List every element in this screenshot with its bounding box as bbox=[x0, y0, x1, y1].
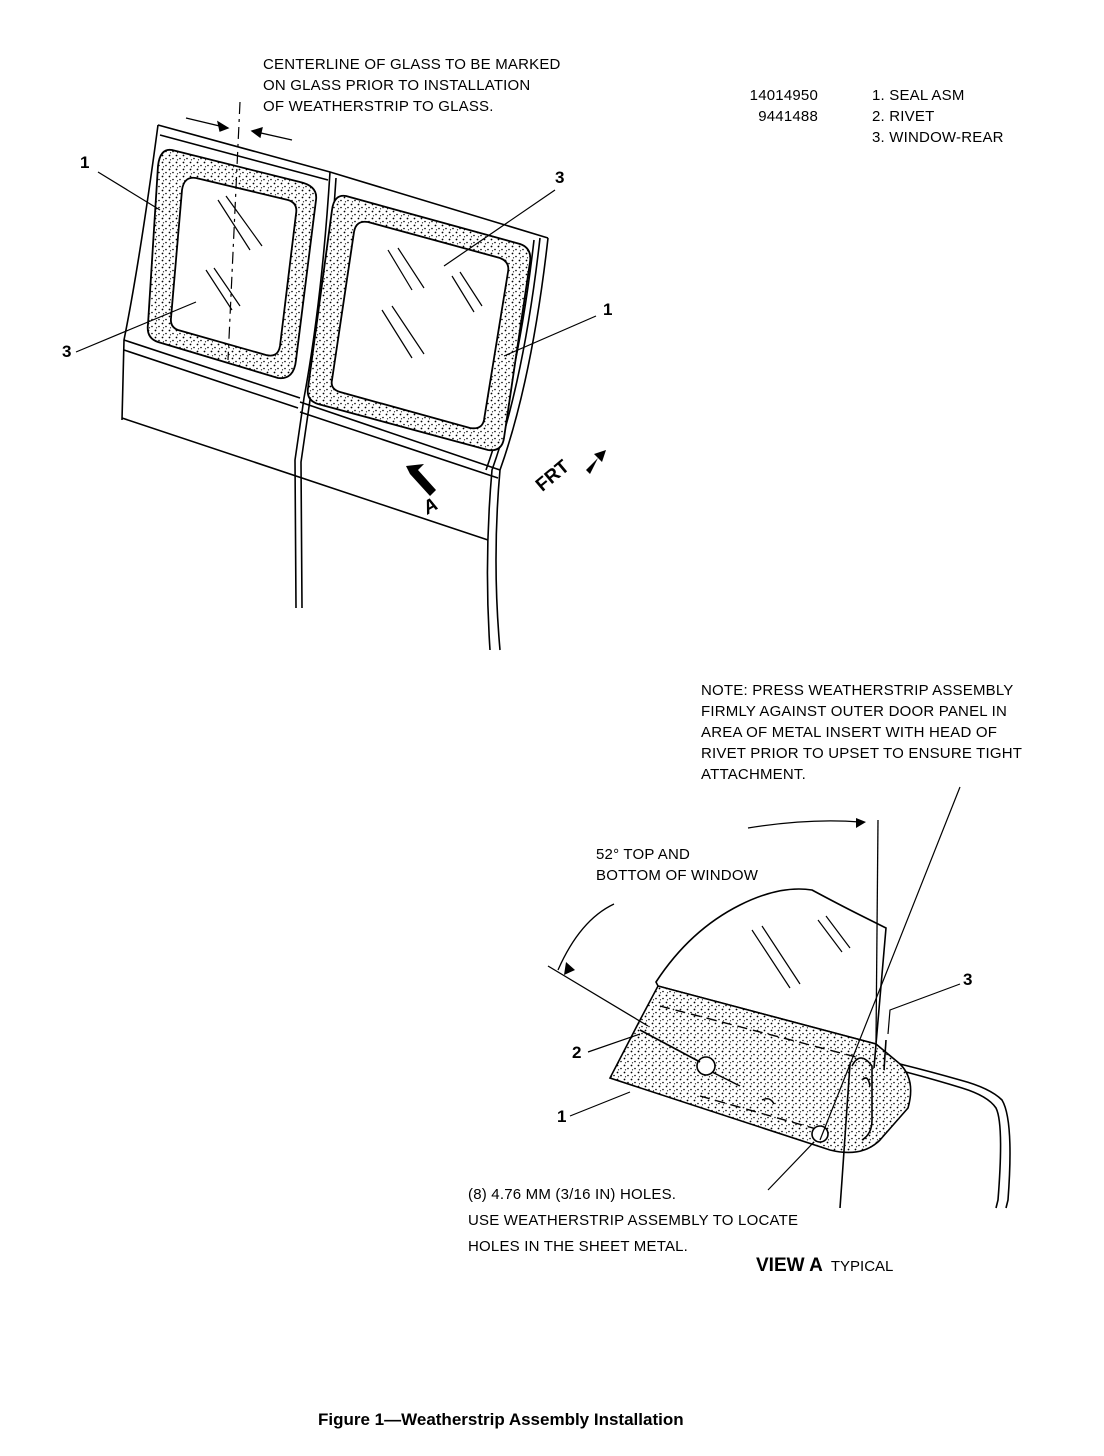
callout-view-rivet: 2 bbox=[572, 1043, 582, 1062]
legend-item-rivet: 2. RIVET bbox=[872, 108, 935, 125]
holes-note: (8) 4.76 MM (3/16 IN) HOLES. USE WEATHER… bbox=[468, 1182, 798, 1260]
right-window-seal bbox=[306, 194, 532, 452]
view-a-detail bbox=[547, 786, 1011, 1209]
press-note-line-4: RIVET PRIOR TO UPSET TO ENSURE TIGHT bbox=[701, 745, 1023, 762]
left-window-seal bbox=[146, 101, 318, 380]
legend-item-window: 3. WINDOW-REAR bbox=[872, 129, 1004, 146]
view-a-subtitle: TYPICAL bbox=[830, 1258, 894, 1275]
centerline-note-line-3: OF WEATHERSTRIP TO GLASS. bbox=[263, 98, 494, 115]
angle-note-line-1: 52° TOP AND bbox=[596, 846, 691, 863]
press-note-line-2: FIRMLY AGAINST OUTER DOOR PANEL IN bbox=[701, 703, 1008, 720]
press-note: NOTE: PRESS WEATHERSTRIP ASSEMBLY FIRMLY… bbox=[701, 680, 1022, 785]
centerline-note: CENTERLINE OF GLASS TO BE MARKED ON GLAS… bbox=[263, 54, 561, 117]
callout-right-seal: 1 bbox=[603, 300, 613, 319]
holes-note-line-1: (8) 4.76 MM (3/16 IN) HOLES. bbox=[468, 1186, 677, 1203]
holes-note-line-3: HOLES IN THE SHEET METAL. bbox=[468, 1238, 689, 1255]
angle-note-line-2: BOTTOM OF WINDOW bbox=[596, 867, 759, 884]
part-number-1: 14014950 bbox=[749, 87, 818, 104]
top-leaders bbox=[75, 171, 597, 357]
holes-note-line-2: USE WEATHERSTRIP ASSEMBLY TO LOCATE bbox=[468, 1212, 799, 1229]
figure-caption: Figure 1—Weatherstrip Assembly Installat… bbox=[318, 1410, 684, 1429]
callout-view-seal: 1 bbox=[557, 1107, 567, 1126]
press-note-line-5: ATTACHMENT. bbox=[701, 766, 806, 783]
press-note-line-3: AREA OF METAL INSERT WITH HEAD OF bbox=[701, 724, 998, 741]
callout-view-window: 3 bbox=[963, 970, 973, 989]
press-note-line-1: NOTE: PRESS WEATHERSTRIP ASSEMBLY bbox=[701, 682, 1014, 699]
parts-legend: 1. SEAL ASM 2. RIVET 3. WINDOW-REAR bbox=[872, 85, 1004, 148]
centerline-note-line-2: ON GLASS PRIOR TO INSTALLATION bbox=[263, 77, 531, 94]
view-a-label: VIEW A TYPICAL bbox=[756, 1255, 893, 1277]
callout-right-window: 3 bbox=[555, 168, 565, 187]
front-arrow-icon bbox=[586, 450, 606, 474]
view-a-title: VIEW A bbox=[756, 1255, 823, 1276]
callout-left-seal: 1 bbox=[80, 153, 90, 172]
angle-note: 52° TOP AND BOTTOM OF WINDOW bbox=[596, 844, 758, 886]
part-numbers: 14014950 9441488 bbox=[742, 85, 818, 127]
callout-left-window: 3 bbox=[62, 342, 72, 361]
centerline-note-line-1: CENTERLINE OF GLASS TO BE MARKED bbox=[263, 56, 561, 73]
part-number-2: 9441488 bbox=[758, 108, 818, 125]
view-a-arrow bbox=[406, 464, 436, 496]
legend-item-seal: 1. SEAL ASM bbox=[872, 87, 965, 104]
